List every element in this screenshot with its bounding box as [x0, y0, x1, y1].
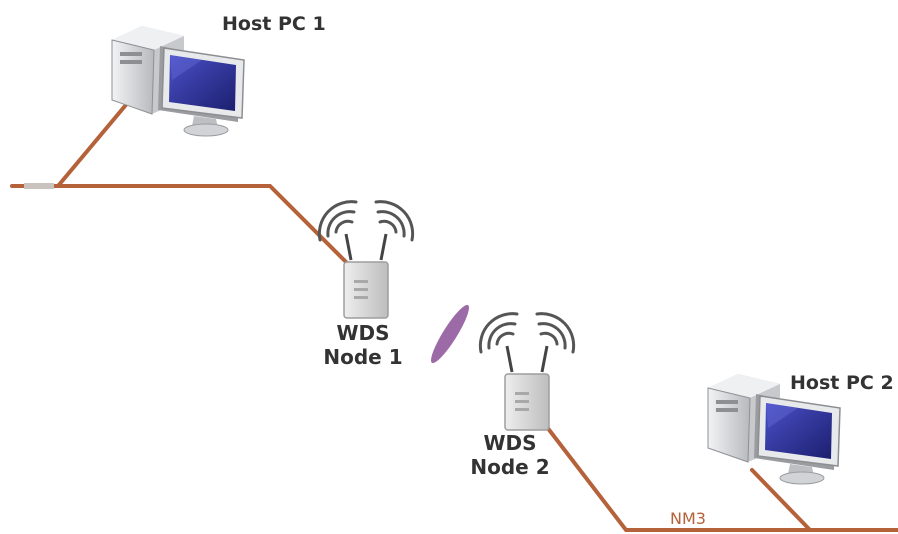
top-lan-wire [10, 184, 354, 270]
host-pc-1: Host PC 1 [111, 13, 326, 137]
host-pc-1-label: Host PC 1 [222, 13, 326, 35]
wds-node-1: WDS Node 1 [317, 200, 415, 369]
wireless-link-icon [431, 304, 469, 364]
wds-node-2: WDS Node 2 [470, 312, 576, 479]
network-label: NM3 [670, 509, 706, 528]
wds-node-1-line1: WDS [336, 321, 389, 345]
wired-links [10, 98, 898, 532]
host-pc-2-label: Host PC 2 [790, 372, 894, 394]
wireless-access-point-icon [317, 200, 415, 320]
host-pc-2-cable [750, 468, 812, 532]
wds-node-1-line2: Node 1 [323, 345, 402, 369]
wireless-access-point-icon [478, 312, 576, 432]
host-pc-1-cable [56, 98, 132, 188]
computer-icon [111, 25, 245, 137]
wds-node-2-line1: WDS [483, 431, 536, 455]
wds-node-2-line2: Node 2 [470, 455, 549, 479]
host-pc-2: Host PC 2 [707, 372, 894, 485]
